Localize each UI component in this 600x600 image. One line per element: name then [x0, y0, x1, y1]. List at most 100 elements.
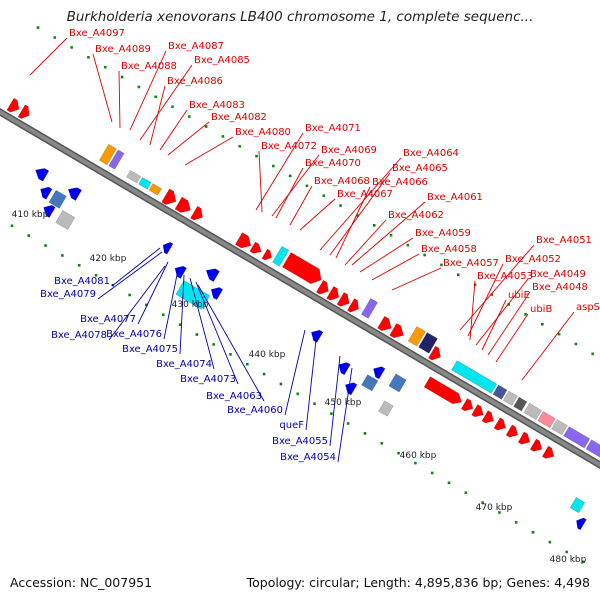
forward-gene-label[interactable]: Bxe_A4086 — [167, 76, 223, 87]
reverse-gene-feature[interactable] — [336, 359, 351, 376]
forward-gene-label[interactable]: Bxe_A4059 — [415, 228, 471, 239]
forward-gene-feature[interactable] — [492, 384, 508, 400]
reverse-gene-label[interactable]: Bxe_A4054 — [280, 452, 336, 463]
reverse-gene-feature[interactable] — [378, 400, 394, 417]
forward-gene-label[interactable]: Bxe_A4065 — [392, 163, 448, 174]
forward-gene-label[interactable]: Bxe_A4088 — [121, 61, 177, 72]
reverse-gene-label[interactable]: Bxe_A4074 — [156, 359, 212, 370]
forward-gene-feature[interactable] — [505, 424, 521, 440]
reverse-gene-feature[interactable] — [37, 184, 53, 200]
reverse-gene-feature[interactable] — [172, 263, 187, 279]
reverse-gene-label[interactable]: queF — [279, 420, 304, 431]
forward-gene-feature[interactable] — [315, 279, 332, 297]
forward-gene-label[interactable]: Bxe_A4052 — [505, 254, 561, 265]
forward-gene-label[interactable]: Bxe_A4066 — [372, 177, 428, 188]
forward-gene-label[interactable]: Bxe_A4071 — [305, 123, 361, 134]
forward-gene-feature[interactable] — [460, 398, 476, 413]
forward-gene-label[interactable]: ubiB — [530, 304, 552, 315]
forward-gene-feature[interactable] — [418, 332, 438, 354]
reverse-gene-feature[interactable] — [388, 373, 407, 393]
forward-gene-feature[interactable] — [551, 419, 568, 436]
forward-gene-feature[interactable] — [6, 97, 23, 115]
forward-gene-feature[interactable] — [347, 298, 362, 314]
reverse-gene-feature[interactable] — [203, 265, 220, 282]
forward-gene-label[interactable]: Bxe_A4068 — [314, 176, 370, 187]
forward-gene-feature[interactable] — [249, 241, 264, 256]
reverse-gene-feature[interactable] — [160, 240, 174, 255]
reverse-gene-label[interactable]: Bxe_A4077 — [80, 314, 136, 325]
forward-gene-label[interactable]: Bxe_A4064 — [403, 148, 459, 159]
forward-gene-label[interactable]: Bxe_A4053 — [477, 271, 533, 282]
forward-gene-feature[interactable] — [174, 196, 194, 216]
forward-gene-label[interactable]: Bxe_A4061 — [427, 192, 483, 203]
reverse-gene-label[interactable]: Bxe_A4076 — [106, 329, 162, 340]
forward-gene-label[interactable]: Bxe_A4049 — [530, 269, 586, 280]
reverse-gene-label[interactable]: Bxe_A4055 — [272, 436, 328, 447]
forward-gene-feature[interactable] — [517, 431, 533, 447]
forward-gene-feature[interactable] — [377, 315, 395, 334]
forward-gene-feature[interactable] — [407, 326, 426, 347]
forward-gene-feature[interactable] — [537, 411, 556, 429]
forward-gene-label[interactable]: Bxe_A4070 — [305, 158, 361, 169]
forward-gene-label[interactable]: Bxe_A4087 — [168, 41, 224, 52]
forward-gene-feature[interactable] — [336, 292, 353, 309]
forward-gene-feature[interactable] — [451, 360, 498, 394]
forward-gene-label[interactable]: Bxe_A4085 — [194, 55, 250, 66]
forward-gene-label[interactable]: ubiE — [508, 290, 530, 301]
forward-gene-feature[interactable] — [272, 245, 290, 267]
reverse-gene-feature[interactable] — [569, 496, 586, 514]
forward-gene-feature[interactable] — [261, 248, 274, 262]
reverse-gene-feature[interactable] — [48, 189, 67, 209]
forward-gene-label[interactable]: aspS — [576, 302, 600, 313]
forward-gene-label[interactable]: Bxe_A4082 — [211, 112, 267, 123]
reverse-gene-label[interactable]: Bxe_A4081 — [54, 276, 110, 287]
forward-gene-feature[interactable] — [585, 439, 600, 462]
forward-gene-feature[interactable] — [389, 322, 407, 341]
forward-gene-label[interactable]: Bxe_A4097 — [69, 28, 125, 39]
forward-gene-label[interactable]: Bxe_A4083 — [189, 100, 245, 111]
forward-gene-feature[interactable] — [190, 205, 206, 223]
forward-gene-feature[interactable] — [541, 445, 557, 461]
forward-gene-feature[interactable] — [282, 252, 325, 287]
forward-gene-feature[interactable] — [423, 376, 465, 408]
forward-gene-label[interactable]: Bxe_A4051 — [536, 235, 592, 246]
forward-gene-feature[interactable] — [523, 402, 542, 420]
forward-gene-feature[interactable] — [126, 169, 142, 184]
forward-gene-feature[interactable] — [563, 426, 591, 449]
forward-gene-feature[interactable] — [326, 285, 343, 303]
forward-gene-label[interactable]: Bxe_A4089 — [95, 44, 151, 55]
reverse-gene-feature[interactable] — [32, 165, 50, 182]
forward-gene-label[interactable]: Bxe_A4058 — [421, 244, 477, 255]
forward-gene-feature[interactable] — [471, 404, 487, 420]
reverse-gene-feature[interactable] — [573, 515, 587, 531]
forward-gene-feature[interactable] — [513, 396, 528, 412]
forward-gene-feature[interactable] — [529, 438, 545, 454]
reverse-gene-feature[interactable] — [65, 184, 82, 201]
reverse-gene-label[interactable]: Bxe_A4073 — [180, 374, 236, 385]
reverse-gene-feature[interactable] — [370, 364, 386, 380]
forward-gene-feature[interactable] — [108, 149, 125, 170]
reverse-gene-label[interactable]: Bxe_A4075 — [122, 344, 178, 355]
forward-gene-feature[interactable] — [428, 345, 444, 363]
forward-gene-label[interactable]: Bxe_A4048 — [532, 282, 588, 293]
reverse-gene-feature[interactable] — [308, 327, 324, 343]
forward-gene-feature[interactable] — [17, 104, 33, 121]
forward-gene-label[interactable]: Bxe_A4062 — [388, 210, 444, 221]
forward-gene-label[interactable]: Bxe_A4057 — [443, 258, 499, 269]
reverse-gene-label[interactable]: Bxe_A4079 — [40, 289, 96, 300]
forward-gene-feature[interactable] — [360, 298, 378, 319]
forward-gene-feature[interactable] — [481, 410, 497, 426]
reverse-gene-label[interactable]: Bxe_A4063 — [206, 391, 262, 402]
forward-gene-feature[interactable] — [161, 188, 180, 208]
forward-gene-feature[interactable] — [138, 177, 152, 190]
forward-gene-feature[interactable] — [234, 232, 254, 252]
reverse-gene-feature[interactable] — [208, 284, 224, 301]
forward-gene-feature[interactable] — [148, 183, 162, 196]
reverse-gene-feature[interactable] — [361, 374, 379, 392]
forward-gene-feature[interactable] — [98, 143, 117, 166]
reverse-gene-label[interactable]: Bxe_A4060 — [227, 405, 283, 416]
forward-gene-label[interactable]: Bxe_A4069 — [321, 145, 377, 156]
forward-gene-feature[interactable] — [493, 417, 509, 433]
reverse-gene-label[interactable]: Bxe_A4078 — [51, 330, 107, 341]
forward-gene-label[interactable]: Bxe_A4067 — [337, 189, 393, 200]
